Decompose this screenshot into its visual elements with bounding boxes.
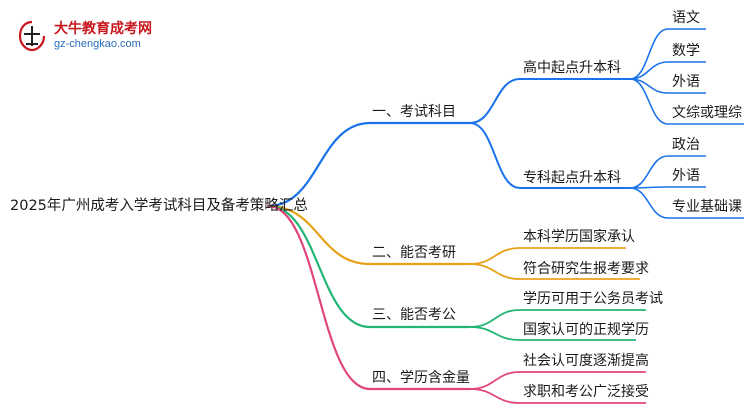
branch-exam-subjects[interactable]: 一、考试科目	[372, 104, 456, 120]
leaf-connector-3-2	[469, 326, 521, 341]
sub-connector-2	[469, 122, 521, 189]
branch-connector-4	[267, 204, 371, 391]
leaf-job-acceptance[interactable]: 求职和考公广泛接受	[523, 384, 649, 400]
branch-connector-1	[267, 121, 371, 208]
leaf-connector-3-1	[469, 309, 521, 328]
sub-connector-1	[469, 78, 521, 124]
sub-highschool-to-bachelor[interactable]: 高中起点升本科	[523, 60, 621, 76]
sub-associate-to-bachelor[interactable]: 专科起点升本科	[523, 170, 621, 186]
leaf-foreign-language[interactable]: 外语	[672, 74, 700, 90]
leaf-connector-b1	[629, 155, 669, 189]
leaf-connector-a1	[629, 28, 669, 80]
leaf-state-recognized[interactable]: 国家认可的正规学历	[523, 322, 649, 338]
leaf-connector-2-2	[469, 263, 521, 280]
logo-url: gz-chengkao.com	[54, 38, 141, 50]
leaf-arts-or-science[interactable]: 文综或理综	[672, 105, 742, 121]
leaf-connector-4-1	[469, 371, 521, 390]
root-topic: 2025年广州成考入学考试科目及备考策略汇总	[10, 198, 308, 214]
branch-connector-3	[267, 204, 371, 329]
leaf-meets-grad-requirement[interactable]: 符合研究生报考要求	[523, 261, 649, 277]
leaf-math[interactable]: 数学	[672, 43, 700, 59]
bull-logo-icon	[18, 20, 46, 52]
leaf-major-basics[interactable]: 专业基础课	[672, 199, 742, 215]
branch-connector-2	[267, 204, 371, 266]
leaf-connector-a4	[629, 78, 669, 125]
leaf-politics[interactable]: 政治	[672, 137, 700, 153]
leaf-connector-2-1	[469, 247, 521, 265]
logo-title: 大牛教育成考网	[54, 21, 152, 37]
leaf-foreign-language-2[interactable]: 外语	[672, 168, 700, 184]
leaf-chinese[interactable]: 语文	[672, 10, 700, 26]
leaf-social-recognition[interactable]: 社会认可度逐渐提高	[523, 353, 649, 369]
branch-degree-value[interactable]: 四、学历含金量	[372, 370, 470, 386]
leaf-bachelor-recognized[interactable]: 本科学历国家承认	[523, 229, 635, 245]
branch-civil-service[interactable]: 三、能否考公	[372, 307, 456, 323]
leaf-connector-4-2	[469, 388, 521, 404]
site-logo[interactable]: 大牛教育成考网 gz-chengkao.com	[14, 14, 194, 58]
leaf-connector-b3	[629, 187, 669, 219]
branch-grad-school[interactable]: 二、能否考研	[372, 245, 456, 261]
leaf-civil-exam-eligible[interactable]: 学历可用于公务员考试	[523, 291, 663, 307]
